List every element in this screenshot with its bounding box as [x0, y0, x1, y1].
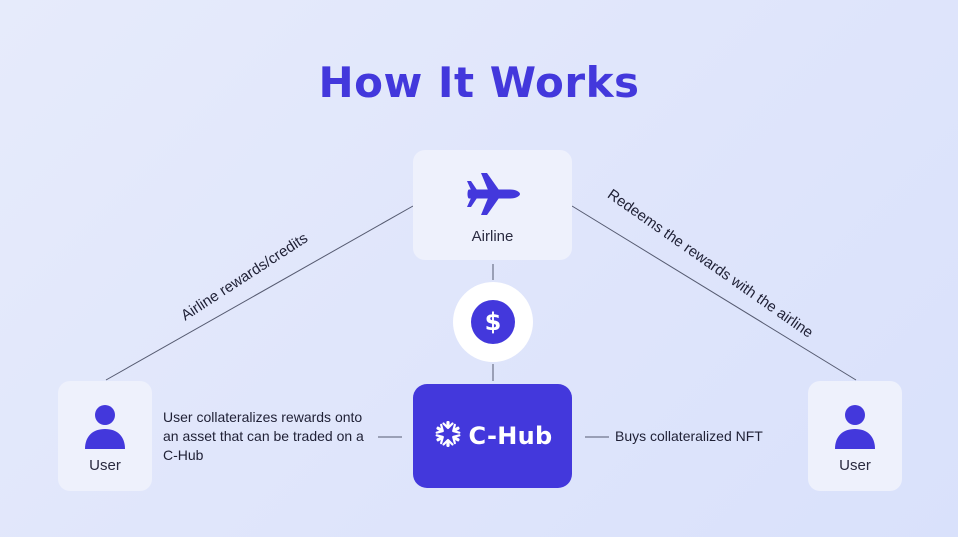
edge-label-collateralize: User collateralizes rewards onto an asse…: [163, 409, 364, 463]
user-icon: [833, 403, 877, 451]
user-right-label: User: [839, 457, 871, 474]
snowflake-logo-icon: [432, 419, 463, 454]
chub-node: C-Hub: [413, 384, 572, 488]
line-user-left-to-airline: [105, 205, 414, 381]
edge-label-buys-nft: Buys collateralized NFT: [615, 428, 763, 444]
payment-node: $: [453, 282, 533, 362]
user-left-label: User: [89, 457, 121, 474]
page-title: How It Works: [318, 58, 640, 107]
dollar-icon: $: [471, 300, 515, 344]
user-right-node: User: [808, 381, 902, 491]
airline-label: Airline: [471, 228, 514, 245]
airplane-icon: [465, 172, 521, 216]
line-airline-to-user-right: [571, 205, 857, 381]
user-icon: [83, 403, 127, 451]
user-left-node: User: [58, 381, 152, 491]
airline-node: Airline: [413, 150, 572, 260]
chub-label: C-Hub: [468, 422, 553, 450]
